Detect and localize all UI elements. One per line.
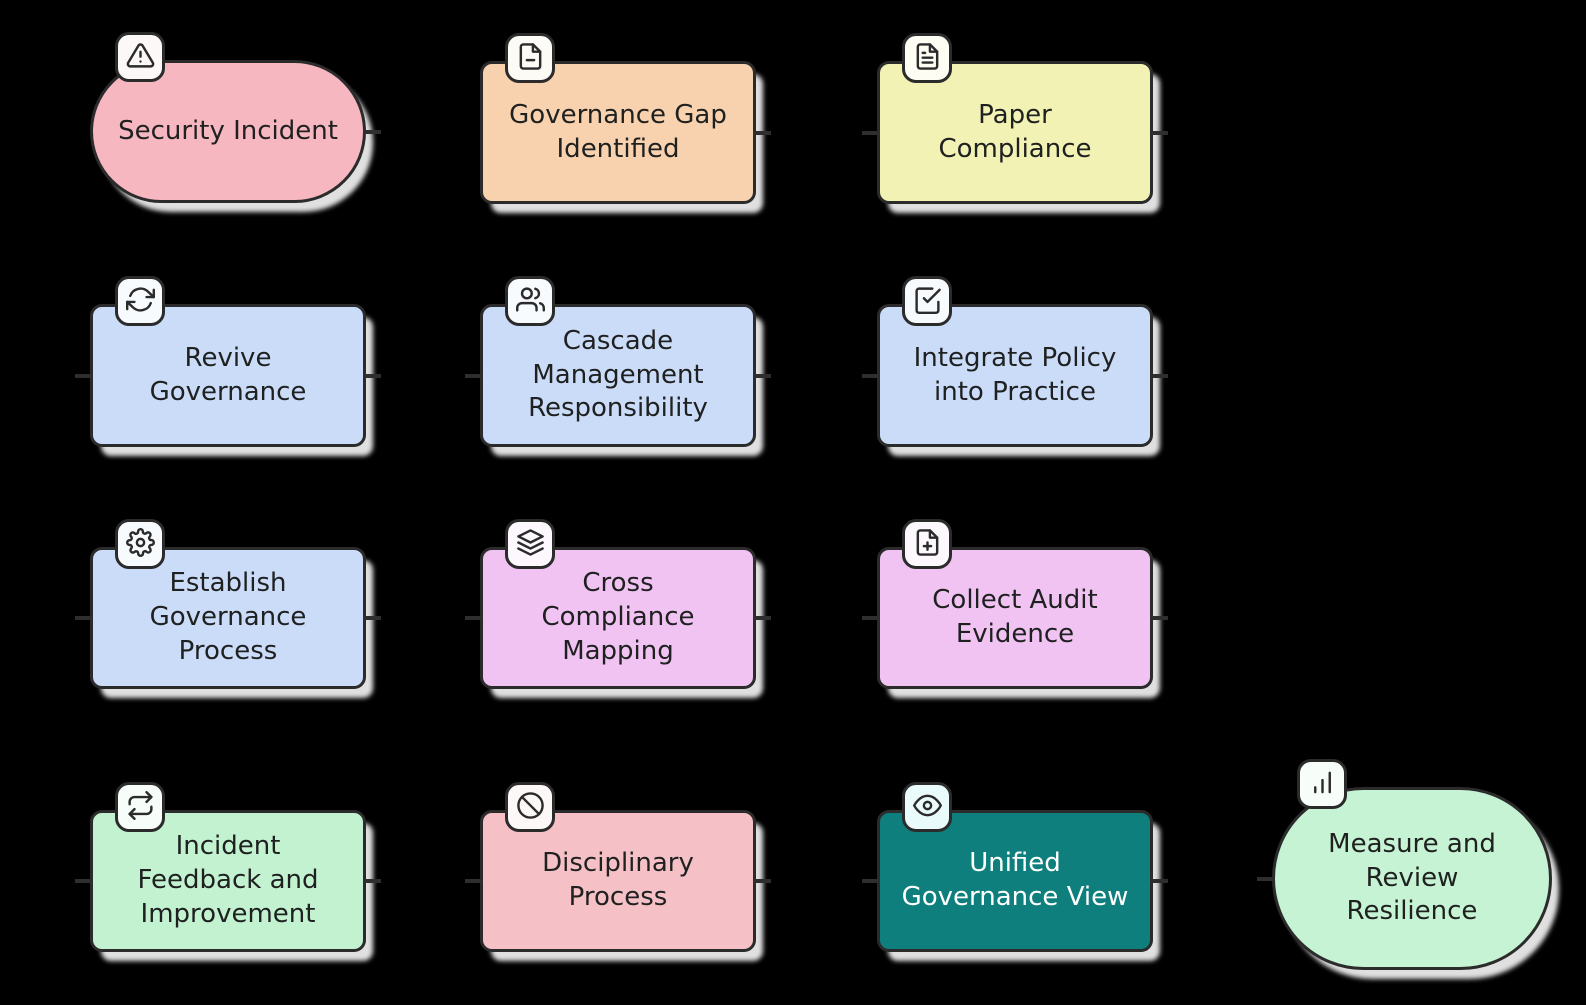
edge-connector-stub	[753, 616, 771, 620]
flow-node-cross-compliance-mapping: Cross Compliance Mapping	[465, 519, 771, 689]
edge-connector-stub	[1150, 373, 1168, 378]
bar-chart-icon	[1308, 768, 1337, 801]
gear-icon	[125, 527, 155, 561]
edge-connector-stub	[1150, 616, 1168, 620]
node-badge	[902, 519, 952, 569]
warning-icon	[126, 41, 155, 74]
flow-node-cascade-management-responsibility: Cascade Management Responsibility	[465, 276, 771, 447]
flow-node-incident-feedback-and-improvement: Incident Feedback and Improvement	[75, 782, 381, 952]
node-label: Establish Governance Process	[149, 568, 307, 666]
node-badge	[115, 782, 165, 832]
flow-node-security-incident: Security Incident	[90, 32, 381, 203]
repeat-icon	[126, 790, 155, 824]
edge-connector-stub	[363, 616, 381, 620]
flow-node-establish-governance-process: Establish Governance Process	[75, 519, 381, 689]
node-label: Integrate Policy into Practice	[913, 342, 1117, 407]
node-label: Security Incident	[118, 115, 338, 146]
edge-connector-stub	[1150, 130, 1168, 135]
node-label: Cascade Management Responsibility	[528, 325, 708, 424]
node-badge	[1297, 759, 1347, 809]
edge-connector-stub	[75, 373, 93, 378]
edge-connector-stub	[753, 373, 771, 378]
node-label: Incident Feedback and Improvement	[137, 831, 319, 929]
edge-connector-stub	[363, 373, 381, 378]
file-plus-icon	[913, 528, 942, 561]
refresh-icon	[125, 285, 155, 318]
flow-node-governance-gap-identified: Governance Gap Identified	[480, 33, 771, 204]
node-label: Revive Governance	[149, 342, 307, 407]
edge-connector-stub	[75, 879, 93, 883]
edge-connector-stub	[465, 373, 483, 378]
node-badge	[505, 782, 555, 832]
flow-node-measure-and-review-resilience: Measure and Review Resilience	[1257, 759, 1552, 970]
edge-connector-stub	[75, 616, 93, 620]
node-badge	[505, 33, 555, 83]
node-label: Collect Audit Evidence	[932, 585, 1098, 649]
edge-connector-stub	[465, 616, 483, 620]
node-label: Governance Gap Identified	[509, 99, 727, 164]
edge-connector-stub	[753, 130, 771, 135]
edge-connector-stub	[862, 130, 880, 135]
flow-node-collect-audit-evidence: Collect Audit Evidence	[862, 519, 1168, 689]
node-badge	[902, 33, 952, 83]
edge-connector-stub	[753, 879, 771, 883]
edge-connector-stub	[862, 616, 880, 620]
node-badge	[902, 782, 952, 832]
node-badge	[902, 276, 952, 326]
flow-node-integrate-policy-into-practice: Integrate Policy into Practice	[862, 276, 1168, 447]
check-square-icon	[913, 285, 942, 318]
flow-node-revive-governance: Revive Governance	[75, 276, 381, 447]
flow-node-unified-governance-view: Unified Governance View	[862, 782, 1168, 952]
flow-node-disciplinary-process: Disciplinary Process	[465, 782, 771, 952]
file-text-icon	[913, 42, 942, 75]
node-badge	[115, 276, 165, 326]
node-label: Cross Compliance Mapping	[541, 568, 695, 666]
edge-connector-stub	[363, 879, 381, 883]
node-label: Paper Compliance	[938, 99, 1092, 164]
node-label: Measure and Review Resilience	[1328, 828, 1496, 927]
file-minus-icon	[516, 42, 545, 75]
node-badge	[115, 519, 165, 569]
edge-connector-stub	[862, 879, 880, 883]
node-badge	[505, 519, 555, 569]
node-label: Unified Governance View	[901, 848, 1129, 912]
edge-connector-stub	[465, 879, 483, 883]
edge-connector-stub	[1150, 879, 1168, 883]
node-badge	[505, 276, 555, 326]
node-badge	[115, 32, 165, 82]
edge-connector-stub	[363, 129, 381, 134]
edge-connector-stub	[862, 373, 880, 378]
users-icon	[515, 285, 545, 318]
eye-icon	[912, 791, 942, 824]
flow-node-paper-compliance: Paper Compliance	[862, 33, 1168, 204]
edge-connector-stub	[1257, 876, 1275, 881]
node-label: Disciplinary Process	[542, 848, 694, 912]
ban-icon	[516, 791, 545, 824]
layers-icon	[516, 528, 545, 561]
